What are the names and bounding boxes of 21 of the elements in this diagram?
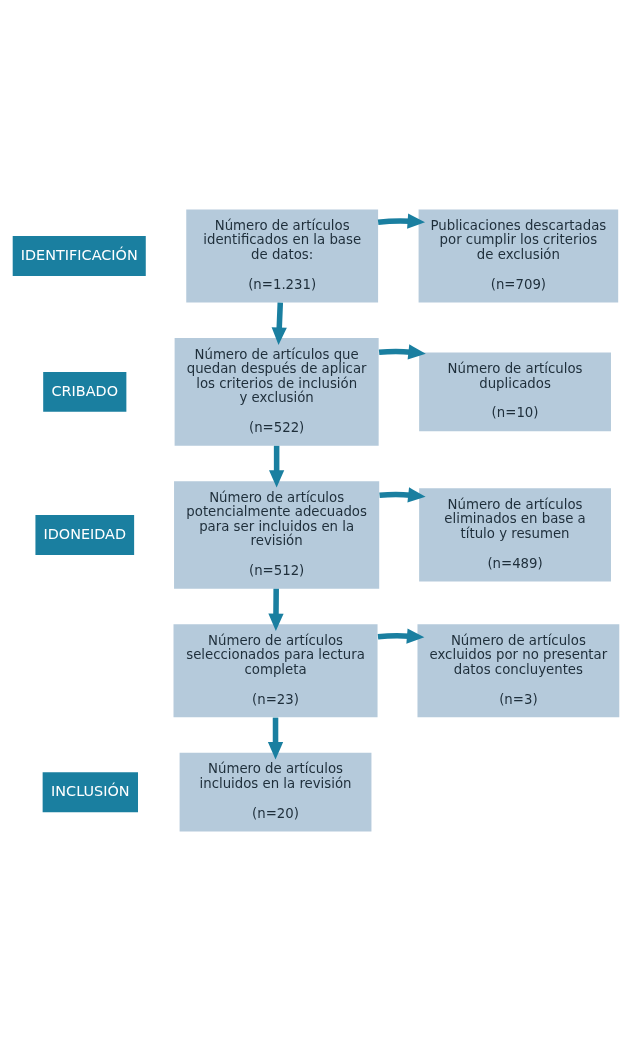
arrow	[271, 302, 287, 345]
node-box: Número de artículos excluidos por no presentar datos concluyentes (n=3)	[417, 624, 620, 718]
arrow	[378, 344, 426, 360]
node-box: Número de artículos duplicados (n=10)	[419, 352, 611, 432]
node-box: Número de artículos incluidos en la revisión (n=20)	[179, 752, 372, 832]
arrow	[377, 213, 425, 229]
arrow	[268, 588, 284, 632]
arrow	[267, 717, 284, 760]
node-box: CRIBADO	[43, 371, 127, 412]
arrow	[379, 487, 426, 503]
node-box: Número de artículos eliminados en base a título y resumen (n=489)	[419, 488, 611, 582]
node-box: Número de artículos seleccionados para lectura completa (n=23)	[173, 624, 378, 718]
node-box: Número de artículos potencialmente adecuados para ser incluidos en la revisión (n=512)	[174, 481, 380, 589]
node-box: IDONEIDAD	[35, 514, 135, 555]
arrow	[269, 445, 285, 488]
arrow	[377, 628, 425, 644]
node-box: Número de artículos que quedan después de aplicar los criterios de inclusión y exclusión (n=522)	[174, 338, 379, 446]
node-box: Número de artículos identificados en la base de datos: (n=1.231)	[186, 209, 379, 303]
node-box: Publicaciones descartadas por cumplir los criterios de exclusión (n=709)	[418, 209, 619, 303]
node-box: IDENTIFICACIÓN	[12, 236, 146, 276]
node-box: INCLUSIÓN	[42, 772, 138, 813]
